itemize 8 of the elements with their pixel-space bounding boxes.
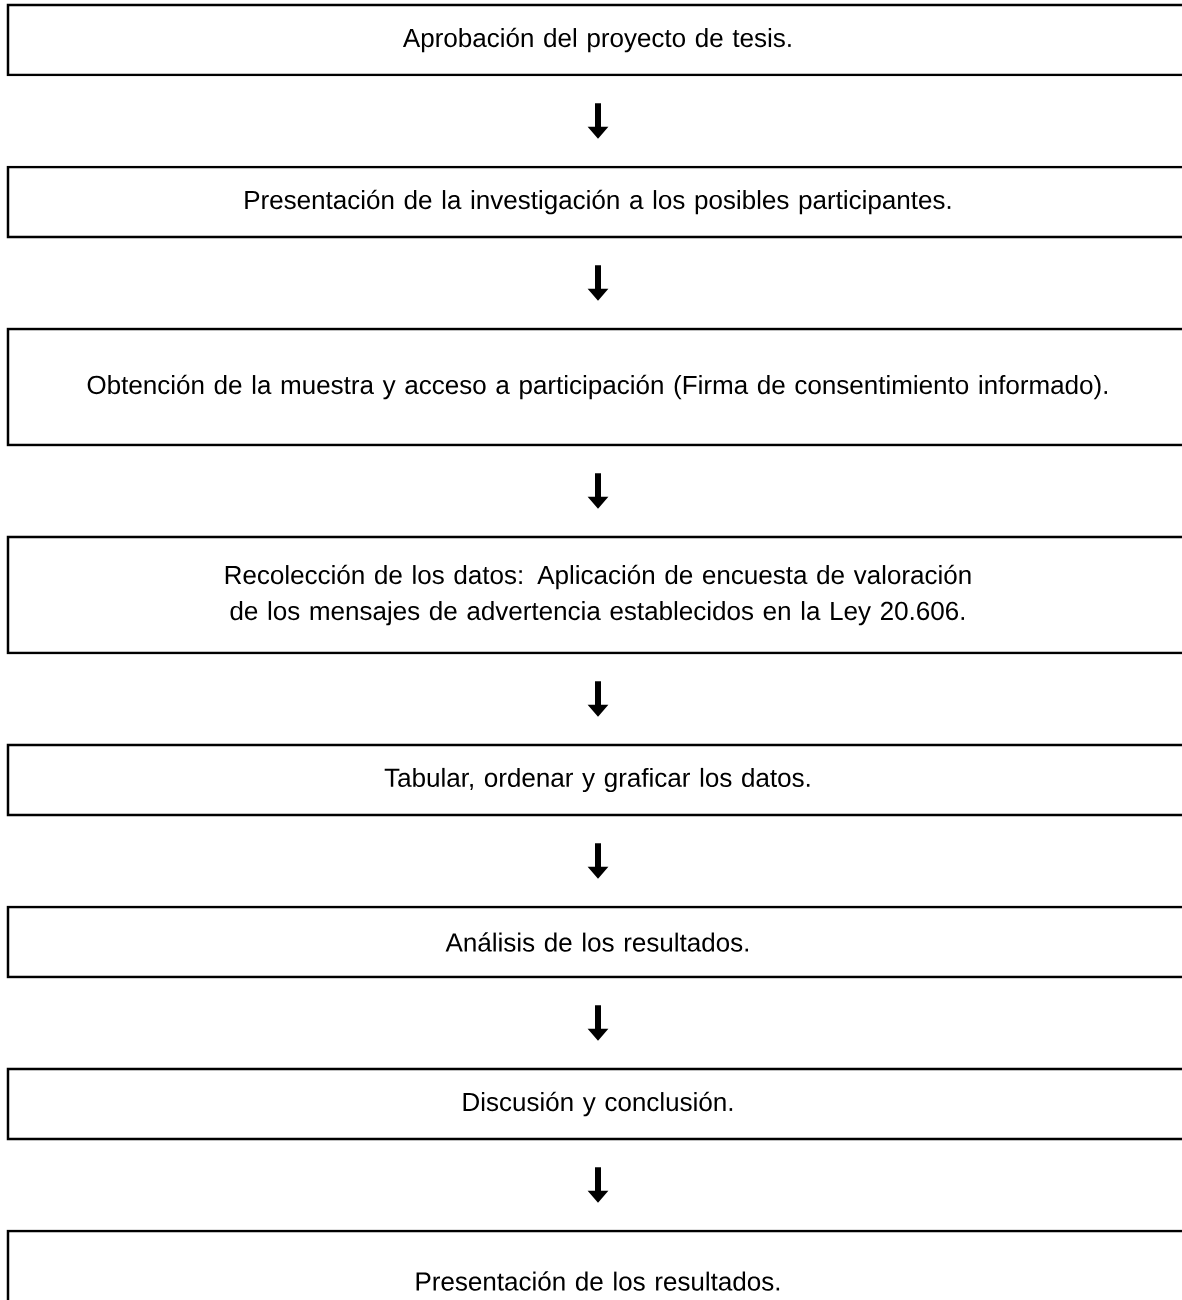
process-box: Discusión y conclusión. bbox=[6, 1067, 1182, 1141]
process-box: Aprobación del proyecto de tesis. bbox=[6, 3, 1182, 77]
process-box: Análisis de los resultados. bbox=[6, 905, 1182, 979]
process-box: Presentación de la investigación a los posibles participantes. bbox=[6, 165, 1182, 239]
process-box: Obtención de la muestra y acceso a participación (Firma de consentimiento informado). bbox=[6, 327, 1182, 447]
process-box: Recolección de los datos: Aplicación de encuesta de valoración de los mensajes de advertencia establecidos en la Ley 20.606. bbox=[6, 535, 1182, 655]
process-box: Presentación de los resultados. bbox=[6, 1229, 1182, 1300]
process-box: Tabular, ordenar y graficar los datos. bbox=[6, 743, 1182, 817]
